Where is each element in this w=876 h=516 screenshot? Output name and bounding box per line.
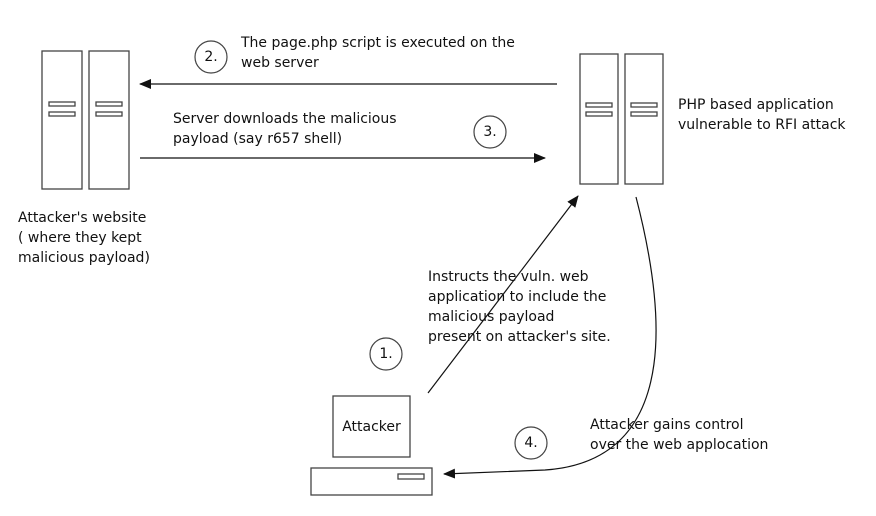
step-3-number: 3. (483, 124, 497, 140)
step-3-label-line: Server downloads the malicious (173, 111, 397, 127)
step-1-label: Instructs the vuln. web application to i… (428, 267, 611, 347)
attacker-website-label-line: Attacker's website (18, 210, 147, 226)
attacker-website-label-line: malicious payload) (18, 250, 150, 266)
step-1-circle (369, 337, 403, 371)
vulnerable-server-icon (579, 53, 664, 185)
step-4-label: Attacker gains control over the web appl… (590, 415, 768, 455)
step-2-label: The page.php script is executed on the w… (241, 33, 515, 73)
step-4-label-line: over the web applocation (590, 437, 769, 453)
step-4-label-line: Attacker gains control (590, 417, 744, 433)
step-3-label-line: payload (say r657 shell) (173, 131, 343, 147)
vulnerable-app-label: PHP based application vulnerable to RFI … (678, 95, 846, 135)
step-2-circle (194, 40, 228, 74)
attacker-website-label-line: ( where they kept (18, 230, 142, 246)
step-1-label-line: application to include the (428, 289, 607, 305)
attacker-website-server-icon (41, 50, 130, 190)
step-3-label: Server downloads the malicious payload (… (173, 109, 397, 149)
attacker-computer-icon (310, 395, 433, 496)
step-1-number: 1. (379, 346, 393, 362)
vulnerable-app-label-line: PHP based application (678, 97, 834, 113)
step-2-label-line: web server (241, 55, 319, 71)
step-1-label-line: Instructs the vuln. web (428, 269, 589, 285)
step-2-number: 2. (204, 49, 218, 65)
vulnerable-app-label-line: vulnerable to RFI attack (678, 117, 846, 133)
step-1-label-line: present on attacker's site. (428, 329, 611, 345)
step-2-label-line: The page.php script is executed on the (241, 35, 515, 51)
arrow-step-1 (427, 195, 579, 394)
attacker-website-label: Attacker's website ( where they kept mal… (18, 208, 150, 268)
arrow-step-4 (443, 196, 657, 479)
step-3-circle (473, 115, 507, 149)
step-4-circle (514, 426, 548, 460)
step-4-number: 4. (524, 435, 538, 451)
step-1-label-line: malicious payload (428, 309, 555, 325)
attacker-machine-label: Attacker (342, 418, 401, 435)
